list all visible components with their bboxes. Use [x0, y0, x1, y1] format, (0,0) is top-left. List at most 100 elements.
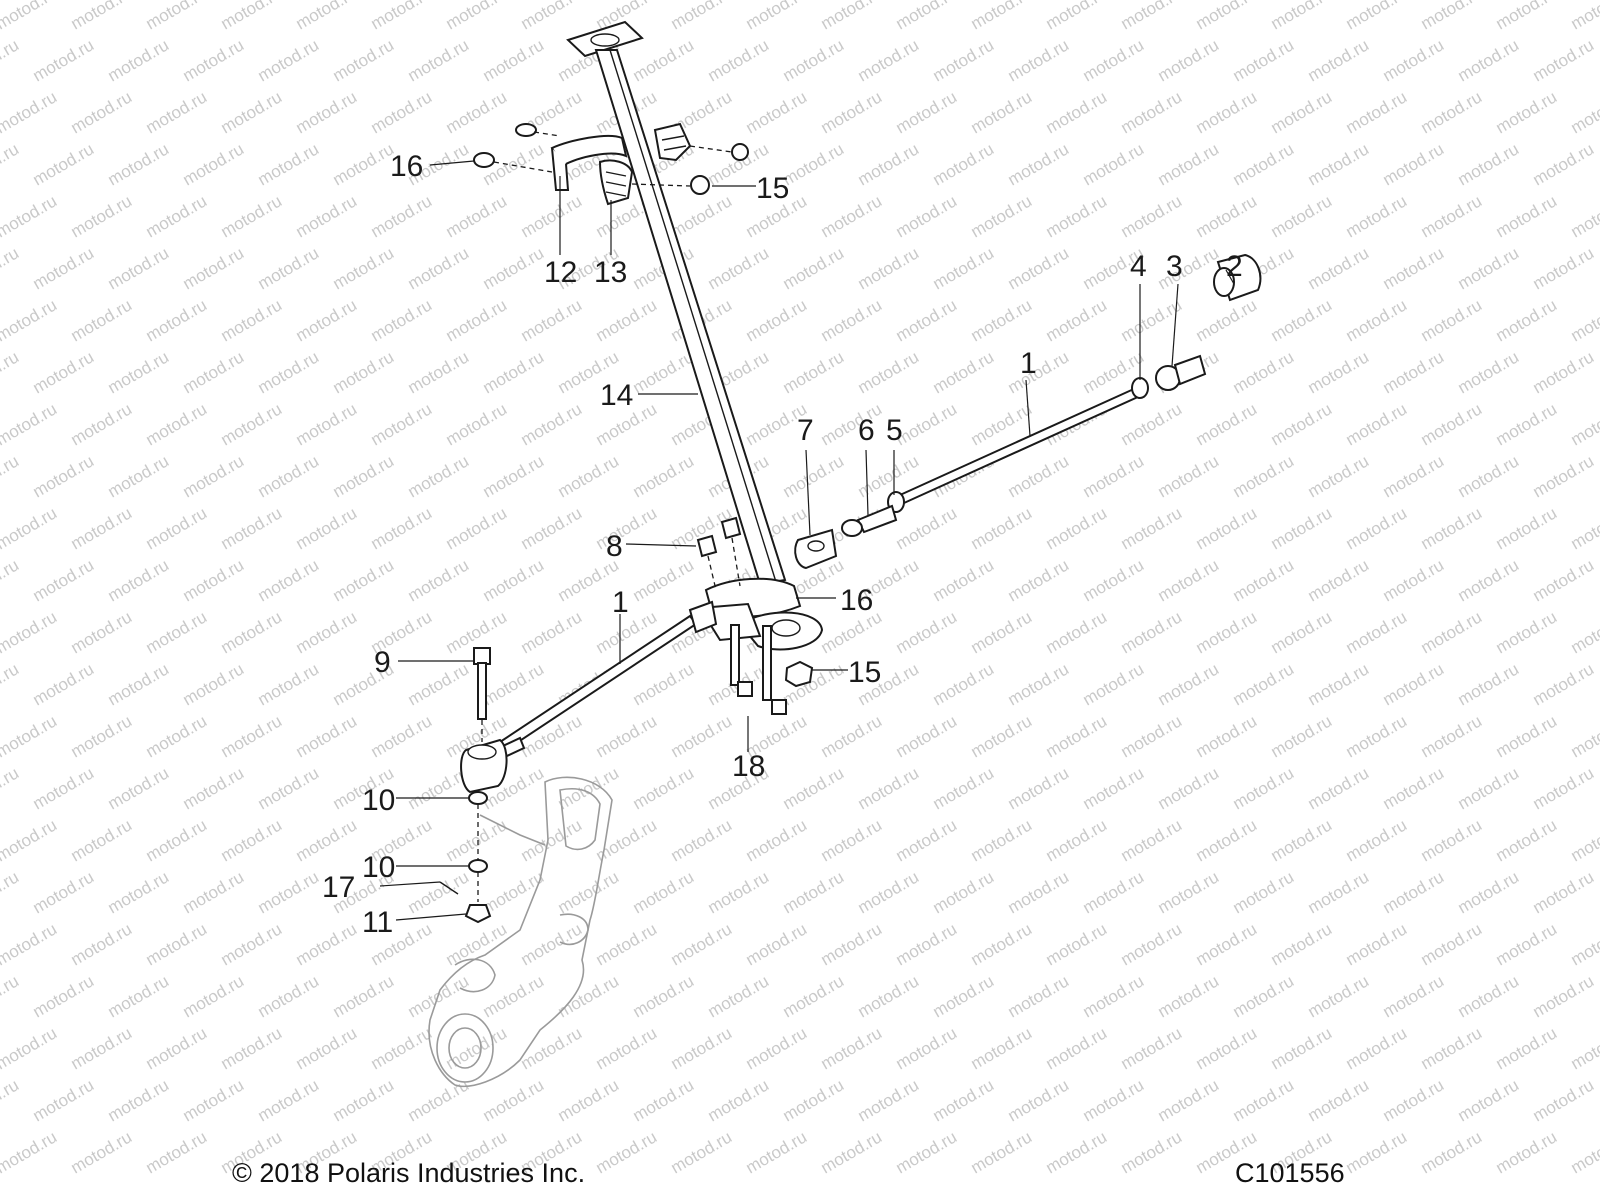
watermark-text: motod.ru [818, 191, 886, 241]
watermark-text: motod.ru [368, 191, 436, 241]
watermark-text: motod.ru [143, 0, 211, 33]
watermark-text: motod.ru [780, 347, 848, 397]
watermark-text: motod.ru [893, 503, 961, 553]
leader-lines [379, 160, 1235, 921]
watermark-text: motod.ru [705, 971, 773, 1021]
watermark-text: motod.ru [143, 399, 211, 449]
watermark-text: motod.ru [1568, 919, 1600, 969]
watermark-text: motod.ru [1568, 0, 1600, 33]
watermark-text: motod.ru [180, 35, 248, 85]
watermark-text: motod.ru [1455, 139, 1523, 189]
watermark-text: motod.ru [293, 1023, 361, 1073]
watermark-text: motod.ru [1005, 971, 1073, 1021]
watermark-text: motod.ru [1193, 0, 1261, 33]
watermark-text: motod.ru [218, 711, 286, 761]
watermark-text: motod.ru [705, 243, 773, 293]
watermark-text: motod.ru [293, 815, 361, 865]
watermark-text: motod.ru [1305, 659, 1373, 709]
watermark-text: motod.ru [143, 919, 211, 969]
watermark-text: motod.ru [0, 711, 60, 761]
watermark-text: motod.ru [218, 919, 286, 969]
watermark-text: motod.ru [0, 1075, 22, 1125]
watermark-text: motod.ru [368, 295, 436, 345]
watermark-text: motod.ru [1343, 815, 1411, 865]
watermark-text: motod.ru [218, 295, 286, 345]
watermark-text: motod.ru [218, 1023, 286, 1073]
watermark-text: motod.ru [218, 87, 286, 137]
watermark-text: motod.ru [480, 555, 548, 605]
watermark-text: motod.ru [443, 815, 511, 865]
watermark-text: motod.ru [1305, 1075, 1373, 1125]
watermark-text: motod.ru [780, 1075, 848, 1125]
watermark-text: motod.ru [330, 139, 398, 189]
watermark-text: motod.ru [968, 0, 1036, 33]
watermark-text: motod.ru [1155, 243, 1223, 293]
watermark-text: motod.ru [1268, 815, 1336, 865]
watermark-text: motod.ru [218, 399, 286, 449]
drawing-number: C101556 [1235, 1158, 1345, 1188]
watermark-text: motod.ru [1043, 1127, 1111, 1177]
watermark-text: motod.ru [1155, 659, 1223, 709]
watermark-text: motod.ru [893, 607, 961, 657]
watermark-text: motod.ru [1043, 919, 1111, 969]
watermark-text: motod.ru [893, 0, 961, 33]
watermark-text: motod.ru [1043, 295, 1111, 345]
watermark-text: motod.ru [1343, 191, 1411, 241]
watermark-text: motod.ru [68, 919, 136, 969]
watermark-text: motod.ru [930, 555, 998, 605]
center-bracket-assembly [696, 516, 824, 715]
watermark-text: motod.ru [1155, 1075, 1223, 1125]
watermark-text: motod.ru [1155, 451, 1223, 501]
watermark-text: motod.ru [68, 0, 136, 33]
watermark-text: motod.ru [218, 607, 286, 657]
watermark-text: motod.ru [1530, 867, 1598, 917]
watermark-text: motod.ru [1080, 139, 1148, 189]
steering-knuckle-ghost [428, 776, 613, 1087]
watermark-text: motod.ru [1380, 867, 1448, 917]
watermark-text: motod.ru [1568, 607, 1600, 657]
watermark-text: motod.ru [818, 711, 886, 761]
watermark-text: motod.ru [1118, 503, 1186, 553]
watermark-text: motod.ru [368, 399, 436, 449]
watermark-text: motod.ru [1343, 295, 1411, 345]
watermark-text: motod.ru [780, 763, 848, 813]
watermark-text: motod.ru [780, 451, 848, 501]
watermark-text: motod.ru [405, 659, 473, 709]
callout-18: 18 [732, 750, 765, 783]
watermark-text: motod.ru [0, 503, 60, 553]
watermark-text: motod.ru [1530, 659, 1598, 709]
watermark-text: motod.ru [1530, 347, 1598, 397]
watermark-text: motod.ru [1380, 243, 1448, 293]
watermark-text: motod.ru [1418, 191, 1486, 241]
watermark-text: motod.ru [68, 1023, 136, 1073]
watermark-text: motod.ru [30, 35, 98, 85]
upper-clamp-assembly [473, 122, 749, 206]
watermark-text: motod.ru [555, 1075, 623, 1125]
watermark-text: motod.ru [930, 763, 998, 813]
watermark-text: motod.ru [1493, 815, 1561, 865]
watermark-text: motod.ru [30, 451, 98, 501]
watermark-text: motod.ru [180, 659, 248, 709]
callout-labels: 16 12 13 15 14 1 4 3 2 7 6 5 8 16 1 9 15… [322, 150, 1243, 939]
watermark-text: motod.ru [1005, 35, 1073, 85]
watermark-text: motod.ru [518, 815, 586, 865]
watermark-text: motod.ru [518, 399, 586, 449]
watermark-text: motod.ru [143, 711, 211, 761]
callout-16-lower: 16 [840, 584, 873, 617]
watermark-text: motod.ru [930, 139, 998, 189]
watermark-text: motod.ru [368, 87, 436, 137]
watermark-text: motod.ru [443, 0, 511, 33]
watermark-text: motod.ru [1005, 659, 1073, 709]
watermark-text: motod.ru [518, 191, 586, 241]
watermark-text: motod.ru [1230, 867, 1298, 917]
watermark-text: motod.ru [68, 295, 136, 345]
watermark-text: motod.ru [780, 243, 848, 293]
watermark-text: motod.ru [743, 295, 811, 345]
watermark-text: motod.ru [143, 607, 211, 657]
watermark-text: motod.ru [180, 763, 248, 813]
watermark-text: motod.ru [105, 971, 173, 1021]
watermark-text: motod.ru [1155, 555, 1223, 605]
watermark-text: motod.ru [68, 87, 136, 137]
watermark-text: motod.ru [1530, 971, 1598, 1021]
right-tie-rod [794, 253, 1262, 570]
